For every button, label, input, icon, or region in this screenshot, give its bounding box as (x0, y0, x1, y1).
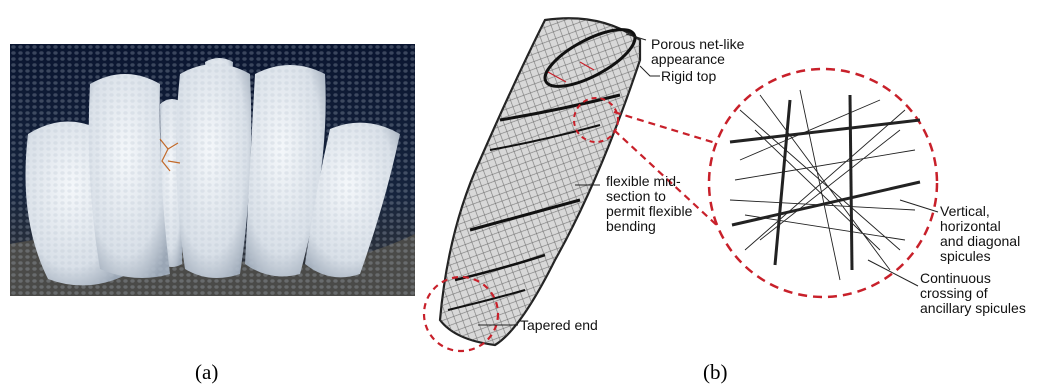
sponge-photo (10, 44, 415, 296)
label-tapered: Tapered end (520, 318, 598, 333)
magnified-spicules (709, 69, 937, 297)
sponge-tubes (10, 44, 415, 296)
label-rigid-top: Rigid top (661, 69, 716, 84)
label-flexible: flexible mid- section to permit flexible… (606, 174, 692, 234)
caption-b: (b) (703, 360, 728, 385)
label-spicules: Vertical, horizontal and diagonal spicul… (940, 204, 1020, 264)
label-porous: Porous net-like appearance (651, 37, 744, 67)
label-crossing: Continuous crossing of ancillary spicule… (920, 271, 1026, 316)
caption-a: (a) (195, 360, 218, 385)
sponge-sketch-diagram: Porous net-like appearance Rigid top fle… (415, 0, 1056, 392)
